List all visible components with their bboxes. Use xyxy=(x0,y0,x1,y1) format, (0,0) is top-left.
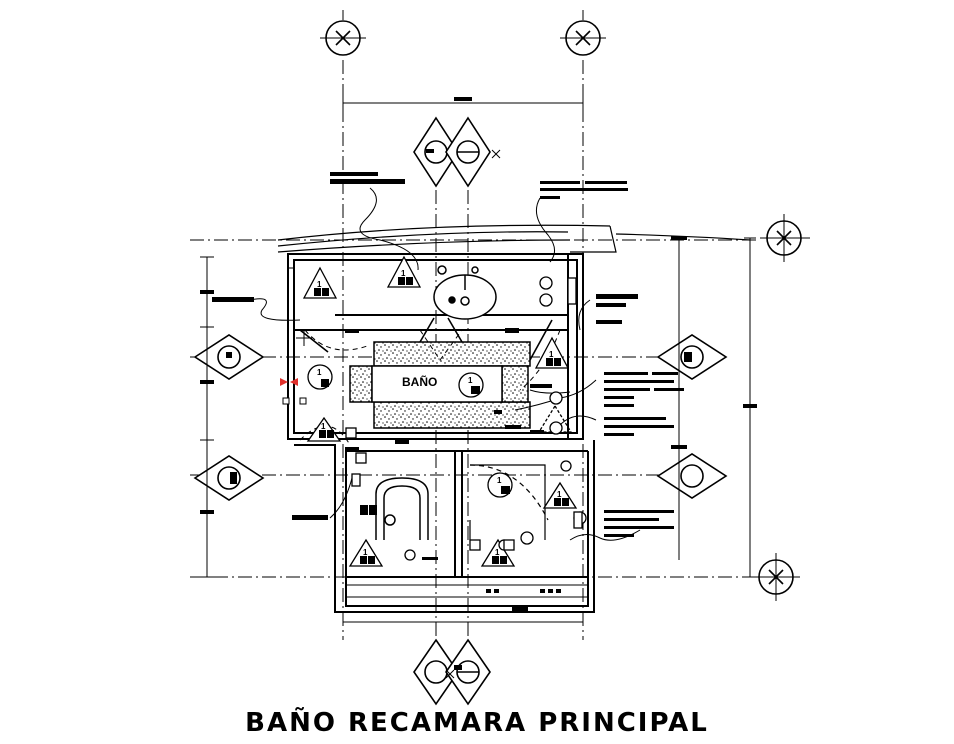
shower-fixture xyxy=(469,464,549,540)
window-lines xyxy=(288,267,588,598)
bathtub xyxy=(375,477,429,540)
tag-number: 1 xyxy=(549,350,554,359)
tag-number: 1 xyxy=(557,490,562,499)
drawing-title: BAÑO RECAMARA PRINCIPAL xyxy=(245,708,709,738)
section-markers xyxy=(193,116,728,706)
cross-symbols xyxy=(296,149,501,679)
tag-number: 1 xyxy=(363,548,368,557)
tag-number: 1 xyxy=(497,476,502,485)
countertops xyxy=(349,341,531,429)
grid-letters: X xyxy=(338,30,348,46)
walls xyxy=(287,253,595,613)
tag-number: 1 xyxy=(495,548,500,557)
section-marker-fills xyxy=(226,149,692,670)
tag-number: 1 xyxy=(401,269,406,278)
grid-letter: X xyxy=(338,30,348,46)
roof-curve xyxy=(277,224,751,253)
valve-icon xyxy=(280,378,298,386)
tag-number: 1 xyxy=(468,376,473,385)
tag-numbers: 1 1 1 1 1 1 1 1 1 1 xyxy=(317,269,562,557)
small-fixtures xyxy=(345,277,583,551)
triangle-tag-boxes xyxy=(314,277,569,564)
tag-number: 1 xyxy=(317,280,322,289)
tag-number: 1 xyxy=(317,368,322,377)
bottom-marks xyxy=(422,557,561,593)
axis-lines xyxy=(190,60,760,690)
circle-tag-fills xyxy=(321,379,510,494)
vanity-sink xyxy=(433,265,497,320)
small-squares xyxy=(282,397,307,405)
note-blocks xyxy=(212,172,684,537)
bubble-axis-stubs xyxy=(320,10,810,601)
tag-number: 1 xyxy=(321,422,326,431)
room-label: BAÑO xyxy=(402,374,437,389)
door-leaves xyxy=(299,317,553,361)
